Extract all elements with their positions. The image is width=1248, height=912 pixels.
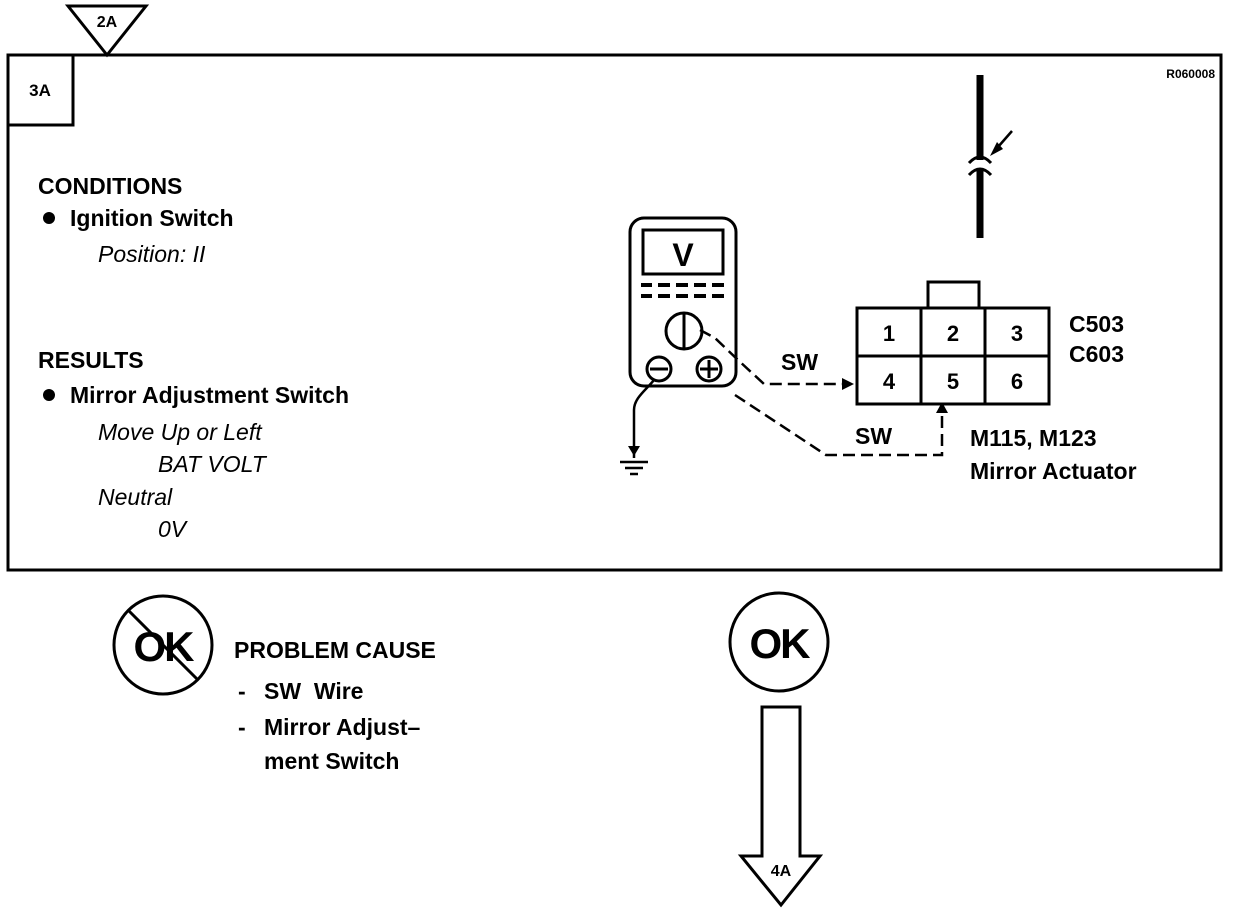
wire-label-top: SW <box>781 349 818 375</box>
connector-pin: 3 <box>1011 321 1023 346</box>
conditions-heading: CONDITIONS <box>38 173 182 199</box>
result-label: Mirror Adjustment Switch <box>70 382 349 408</box>
ground-lead <box>628 379 655 458</box>
result-condition: Neutral <box>98 484 173 510</box>
results-heading: RESULTS <box>38 347 144 373</box>
step-id-label: 3A <box>29 81 51 100</box>
results-bullet <box>43 389 55 401</box>
connector-pin: 2 <box>947 321 959 346</box>
connector-body <box>855 280 1051 406</box>
meter-display-value: V <box>672 237 694 273</box>
harness-shaft <box>966 75 1013 238</box>
cause-dash: - <box>238 678 246 704</box>
step-panel <box>6 53 1223 572</box>
component-name: Mirror Actuator <box>970 458 1137 484</box>
cause-item: SW Wire <box>264 678 363 704</box>
figure-code: R060008 <box>1166 67 1215 81</box>
next-step-label: 4A <box>771 863 792 880</box>
connector-latch <box>926 280 981 310</box>
probe-wire-bottom <box>734 393 948 457</box>
condition-detail: Position: II <box>98 241 206 267</box>
connector-pin: 1 <box>883 321 895 346</box>
cause-dash: - <box>238 714 246 740</box>
result-value: BAT VOLT <box>158 451 268 477</box>
connector-pin: 6 <box>1011 369 1023 394</box>
not-ok-outcome[interactable]: OK <box>112 594 214 696</box>
connector-id: C503 <box>1069 311 1124 337</box>
ground-icon <box>620 460 648 476</box>
ok-symbol-label: OK <box>750 620 811 667</box>
incoming-step-marker[interactable]: 2A <box>64 4 150 58</box>
ok-outcome[interactable]: OK <box>728 591 830 693</box>
probe-wire-top <box>699 328 854 390</box>
connector-id: C603 <box>1069 341 1124 367</box>
incoming-step-label: 2A <box>97 14 118 31</box>
problem-cause-heading: PROBLEM CAUSE <box>234 637 436 663</box>
meter-keypad <box>641 283 724 298</box>
component-ids: M115, M123 <box>970 425 1097 451</box>
strike-icon <box>127 609 199 681</box>
connector-pin: 4 <box>883 369 896 394</box>
result-condition: Move Up or Left <box>98 419 263 445</box>
cause-item-continued: ment Switch <box>264 748 399 774</box>
ok-symbol <box>728 591 830 693</box>
step-id-box: 3A <box>6 53 75 127</box>
result-value: 0V <box>158 516 189 542</box>
positive-terminal-icon <box>695 355 723 383</box>
meter-display <box>641 228 725 276</box>
multimeter: V <box>628 216 738 388</box>
conditions-bullet <box>43 212 55 224</box>
negative-terminal-icon <box>645 355 673 383</box>
wire-label-bottom: SW <box>855 423 892 449</box>
connector-pin: 5 <box>947 369 959 394</box>
cause-item: Mirror Adjust– <box>264 714 421 740</box>
meter-dial-icon <box>664 311 704 351</box>
condition-label: Ignition Switch <box>70 205 234 231</box>
next-step-arrow[interactable]: 4A <box>737 705 824 908</box>
